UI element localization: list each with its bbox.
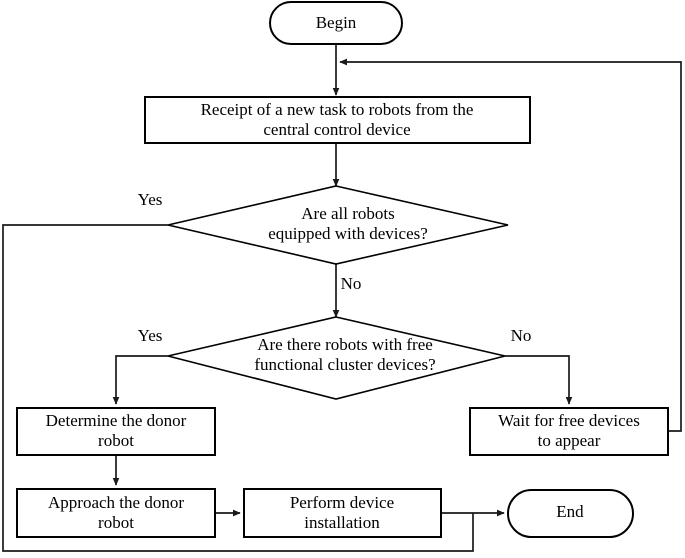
- edge-decision2-no-to-wait: [505, 355, 573, 405]
- node-decision-free-cluster-line1: Are there robots with free: [257, 335, 433, 354]
- node-approach-donor-line2: robot: [98, 513, 134, 532]
- node-begin: Begin: [269, 1, 403, 45]
- edge-wait-to-receipt-feedback: [339, 58, 682, 432]
- node-wait-free-devices-line1: Wait for free devices: [498, 411, 640, 430]
- node-wait-free-devices: Wait for free devices to appear: [469, 407, 669, 456]
- node-begin-label: Begin: [316, 13, 357, 32]
- node-receipt-task-line2: central control device: [263, 120, 410, 139]
- node-end-label: End: [556, 502, 584, 521]
- edge-label-decision2-no: No: [511, 326, 532, 345]
- node-determine-donor: Determine the donor robot: [16, 407, 216, 456]
- node-end: End: [507, 489, 634, 538]
- edge-decision2-yes-to-determine-donor: [112, 355, 168, 405]
- edge-decision1-yes-to-end: [2, 224, 474, 552]
- node-perform-install-line2: installation: [304, 513, 380, 532]
- node-determine-donor-line2: robot: [98, 431, 134, 450]
- node-receipt-task-line1: Receipt of a new task to robots from the: [201, 100, 474, 119]
- edge-label-decision1-no: No: [341, 274, 362, 293]
- node-perform-install: Perform device installation: [243, 488, 442, 538]
- node-decision-free-cluster-line2: functional cluster devices?: [254, 355, 435, 374]
- node-wait-free-devices-line2: to appear: [538, 431, 601, 450]
- node-decision-free-cluster: Are there robots with free functional cl…: [167, 316, 506, 400]
- node-perform-install-line1: Perform device: [290, 493, 394, 512]
- edge-label-decision2-yes: Yes: [138, 326, 163, 345]
- node-decision-all-equipped: Are all robots equipped with devices?: [167, 185, 509, 265]
- node-approach-donor-line1: Approach the donor: [48, 493, 184, 512]
- edge-label-decision1-yes: Yes: [138, 190, 163, 209]
- node-receipt-task: Receipt of a new task to robots from the…: [144, 96, 531, 144]
- node-decision-all-equipped-line2: equipped with devices?: [268, 224, 428, 243]
- node-determine-donor-line1: Determine the donor: [46, 411, 187, 430]
- node-approach-donor: Approach the donor robot: [16, 488, 216, 538]
- node-decision-all-equipped-line1: Are all robots: [301, 204, 394, 223]
